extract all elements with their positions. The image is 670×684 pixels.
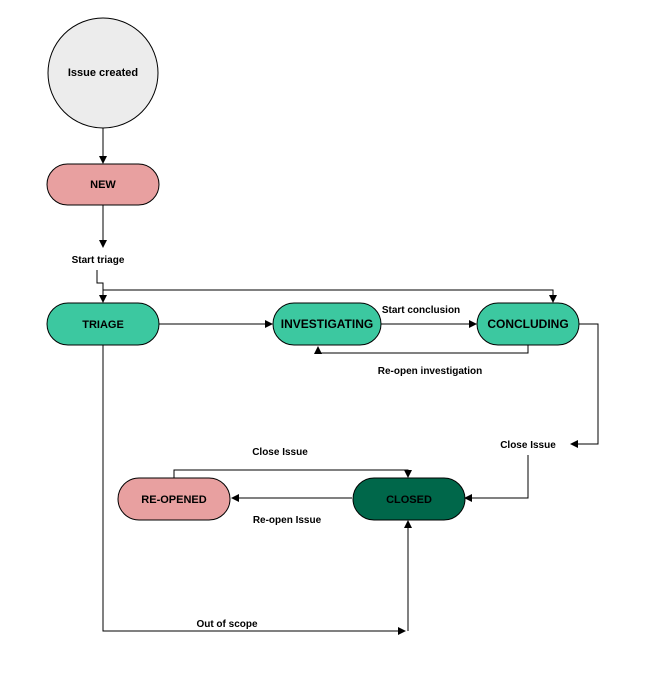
node-triage: TRIAGE <box>46 302 160 346</box>
reopen-investigation-label: Re-open investigation <box>378 366 482 377</box>
out-of-scope-label: Out of scope <box>196 619 258 630</box>
reopened-shape <box>117 477 231 521</box>
new-label: NEW <box>90 179 116 191</box>
edge-start-triage-to-triage <box>96 270 107 303</box>
edge-concluding-to-investigating <box>314 345 529 354</box>
edges <box>96 128 599 635</box>
reopen-issue-label: Re-open Issue <box>253 515 322 526</box>
node-investigating: INVESTIGATING <box>272 302 382 346</box>
edge-concluding-to-close-label <box>570 323 599 448</box>
edge-triage-to-concluding <box>103 289 557 303</box>
closed-label: CLOSED <box>386 494 432 506</box>
edge-reopened-to-closed <box>173 469 412 478</box>
issue-created-label: Issue created <box>68 67 138 79</box>
new-shape <box>46 163 160 206</box>
close-issue-concluding-label: Close Issue <box>500 440 556 451</box>
close-issue-reopened-label: Close Issue <box>252 447 308 458</box>
node-reopened: RE-OPENED <box>117 477 231 521</box>
issue-created-shape <box>47 17 159 129</box>
start-conclusion-label: Start conclusion <box>382 305 460 316</box>
concluding-label: CONCLUDING <box>487 317 568 331</box>
start-triage-label: Start triage <box>72 255 125 266</box>
concluding-shape <box>476 302 580 346</box>
triage-label: TRIAGE <box>82 319 124 331</box>
node-closed: CLOSED <box>352 477 466 521</box>
investigating-shape <box>272 302 382 346</box>
closed-shape <box>352 477 466 521</box>
reopened-label: RE-OPENED <box>141 494 206 506</box>
investigating-label: INVESTIGATING <box>281 317 373 331</box>
node-concluding: CONCLUDING <box>476 302 580 346</box>
edge-triage-out-of-scope <box>102 345 406 635</box>
node-issue-created: Issue created <box>47 17 159 129</box>
triage-shape <box>46 302 160 346</box>
node-new: NEW <box>46 163 160 206</box>
edge-close-label-to-closed <box>464 455 529 502</box>
